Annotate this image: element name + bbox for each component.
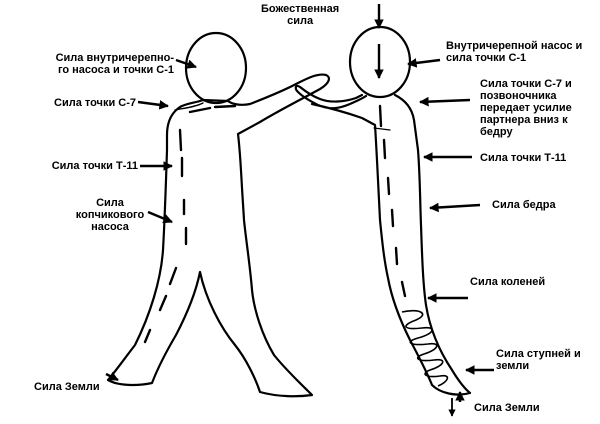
left-figure-body (106, 73, 331, 398)
label-feet: Сила ступней и земли (496, 348, 581, 372)
leg-coil (401, 309, 449, 387)
label-t11-right: Сила точки Т-11 (480, 152, 567, 164)
label-earth-left: Сила Земли (34, 381, 100, 393)
label-hip: Сила бедра (492, 199, 556, 211)
label-earth-right: Сила Земли (474, 402, 540, 414)
right-label-arrows (407, 58, 494, 402)
left-figure-head (184, 31, 248, 105)
label-t11-left: Сила точки Т-11 (51, 160, 138, 172)
label-cranial-pump-right: Внутричерепной насос и сила точки С-1 (446, 40, 583, 64)
label-cranial-pump-left: Сила внутричерепно- го насоса и точки С-… (55, 52, 174, 76)
label-divine-force: Божественная сила (261, 3, 340, 27)
left-figure (106, 31, 331, 398)
right-figure (294, 25, 472, 396)
label-knees: Сила коленей (470, 276, 546, 288)
left-label-arrows (105, 58, 197, 382)
label-c7-left: Сила точки С-7 (54, 97, 136, 109)
force-flow-strokes (143, 104, 407, 344)
right-figure-body (294, 84, 472, 396)
label-c7-spine-right: Сила точки С-7 и позвоночника передает у… (480, 78, 572, 138)
label-coccyx: Сила копчикового насоса (75, 197, 145, 233)
